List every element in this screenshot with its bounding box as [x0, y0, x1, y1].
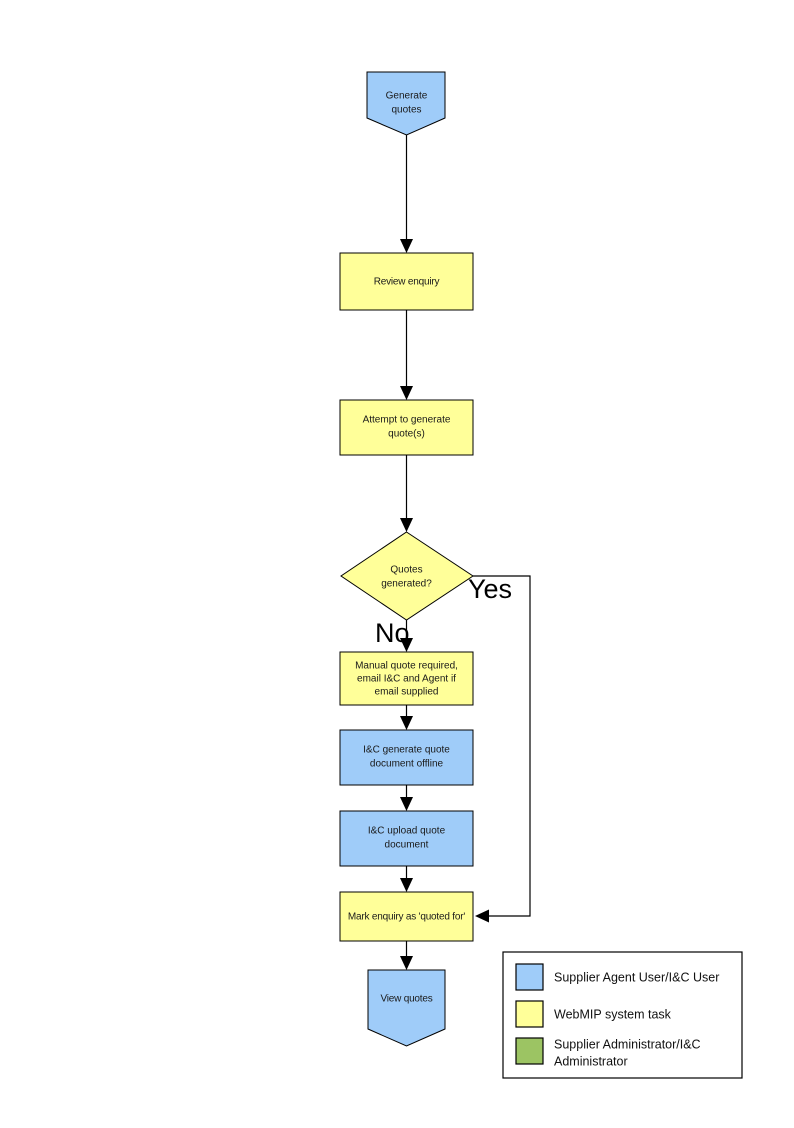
- generate-quote-offline-label-line2: document offline: [370, 759, 444, 770]
- legend-item-supplier-agent-user: Supplier Agent User/I&C User: [515, 963, 719, 991]
- branch-label-yes: Yes: [468, 574, 512, 604]
- node-generate-quotes[interactable]: Generate quotes: [366, 71, 446, 136]
- generate-quotes-label-line1: Generate: [386, 91, 428, 102]
- quotes-generated-decision-label-line1: Quotes: [390, 565, 422, 576]
- generate-quotes-shape: [366, 71, 446, 136]
- legend-label-system-task: WebMIP system task: [554, 1007, 672, 1021]
- node-mark-enquiry-quoted-for[interactable]: Mark enquiry as 'quoted for': [339, 891, 474, 942]
- node-manual-quote-required[interactable]: Manual quote required, email I&C and Age…: [339, 651, 474, 706]
- legend: Supplier Agent User/I&C User WebMIP syst…: [502, 951, 743, 1079]
- edge-upload-to-mark: [400, 866, 413, 892]
- edge-offline-to-upload: [400, 785, 413, 811]
- view-quotes-shape: [367, 969, 446, 1047]
- legend-label-actor-user: Supplier Agent User/I&C User: [554, 970, 719, 984]
- edge-generate-to-review: [400, 135, 413, 253]
- attempt-generate-quotes-label-line2: quote(s): [388, 429, 425, 440]
- legend-swatch-system-task: [515, 1000, 544, 1028]
- generate-quote-offline-shape: [339, 729, 474, 786]
- node-generate-quote-offline[interactable]: I&C generate quote document offline: [339, 729, 474, 786]
- node-upload-quote-document[interactable]: I&C upload quote document: [339, 810, 474, 867]
- legend-item-webmip-system-task: WebMIP system task: [515, 1000, 672, 1028]
- legend-label-administrator-line1: Supplier Administrator/I&C: [554, 1037, 701, 1051]
- mark-enquiry-quoted-for-shape: [339, 891, 474, 942]
- upload-quote-document-label-line1: I&C upload quote: [368, 826, 446, 837]
- upload-quote-document-label-line2: document: [385, 840, 429, 851]
- node-view-quotes[interactable]: View quotes: [367, 969, 446, 1047]
- legend-label-administrator-line2: Administrator: [554, 1054, 628, 1068]
- view-quotes-label: View quotes: [380, 994, 432, 1005]
- review-enquiry-shape: [339, 252, 474, 311]
- edge-manual-to-offline: [400, 705, 413, 730]
- edge-mark-to-view: [400, 941, 413, 970]
- legend-swatch-actor-user: [515, 963, 544, 991]
- generate-quotes-label-line2: quotes: [391, 105, 421, 116]
- manual-quote-required-label-line3: email supplied: [375, 687, 439, 698]
- node-review-enquiry[interactable]: Review enquiry: [339, 252, 474, 311]
- legend-swatch-administrator: [515, 1037, 544, 1065]
- quotes-generated-decision-label-line2: generated?: [381, 579, 432, 590]
- review-enquiry-label: Review enquiry: [374, 277, 440, 288]
- branch-label-no: No: [375, 618, 410, 648]
- mark-enquiry-quoted-for-label: Mark enquiry as 'quoted for': [348, 912, 465, 923]
- attempt-generate-quotes-label-line1: Attempt to generate: [363, 415, 451, 426]
- manual-quote-required-label-line1: Manual quote required,: [355, 661, 458, 672]
- upload-quote-document-shape: [339, 810, 474, 867]
- edge-decision-no-to-manual: [400, 620, 413, 652]
- edge-review-to-attempt: [400, 310, 413, 400]
- manual-quote-required-label-line2: email I&C and Agent if: [357, 674, 456, 685]
- quotes-generated-decision-shape: [340, 531, 474, 621]
- node-attempt-generate-quotes[interactable]: Attempt to generate quote(s): [339, 399, 474, 456]
- connector-layer: [400, 135, 531, 970]
- edge-attempt-to-decision: [400, 455, 413, 532]
- generate-quote-offline-label-line1: I&C generate quote: [363, 745, 450, 756]
- manual-quote-required-shape: [339, 651, 474, 706]
- attempt-generate-quotes-shape: [339, 399, 474, 456]
- legend-item-supplier-administrator: Supplier Administrator/I&C Administrator: [515, 1037, 701, 1068]
- edge-decision-yes-to-mark: [473, 575, 531, 923]
- node-quotes-generated-decision[interactable]: Quotes generated?: [340, 531, 474, 621]
